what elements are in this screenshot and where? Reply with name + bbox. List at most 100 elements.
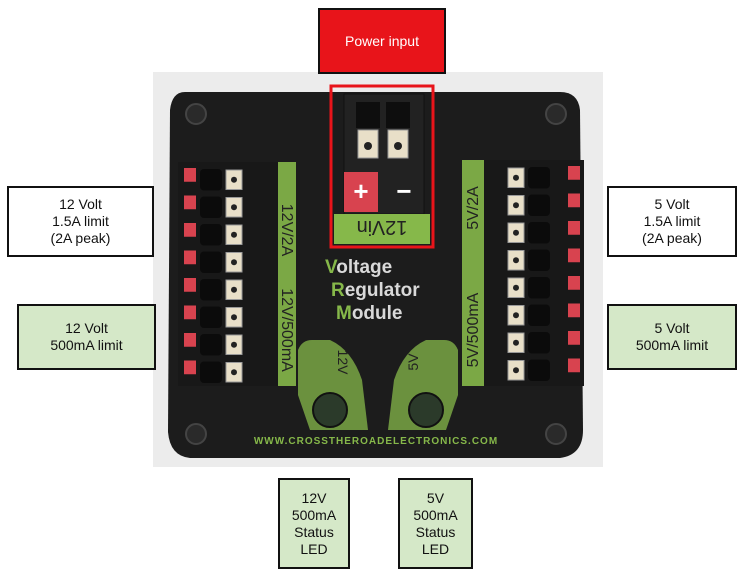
callout-5v-high: 5 Volt 1.5A limit (2A peak) — [607, 186, 737, 257]
terminal-screw — [231, 204, 237, 211]
input-label: 12Vin — [357, 216, 408, 238]
terminal-stripe — [184, 168, 196, 182]
right-terminals — [507, 166, 580, 381]
terminal-slot — [200, 361, 222, 383]
terminal-screw — [231, 369, 237, 376]
terminal-screw — [513, 202, 519, 209]
left-terminals — [184, 168, 243, 383]
left-label-bottom: 12V/500mA — [278, 288, 295, 372]
led-label-right: 5V — [405, 353, 421, 371]
plus-sign: + — [353, 176, 368, 206]
callout-line: 500mA — [413, 506, 458, 523]
terminal-stripe — [184, 223, 196, 237]
callout-line: Status — [415, 523, 456, 540]
input-terminal-slot — [386, 102, 410, 128]
terminal-slot — [528, 304, 550, 326]
terminal-screw — [513, 257, 519, 264]
callout-12v-high: 12 Volt 1.5A limit (2A peak) — [7, 186, 154, 257]
terminal-stripe — [568, 331, 580, 345]
callout-line: 5V — [426, 489, 445, 506]
mounting-hole — [185, 423, 207, 445]
minus-sign: − — [396, 176, 411, 206]
terminal-screw — [231, 231, 237, 238]
terminal-screw — [231, 341, 237, 348]
callout-line: 500mA limit — [635, 337, 709, 353]
terminal-screw — [513, 339, 519, 346]
terminal-stripe — [568, 193, 580, 208]
input-terminal-slot — [356, 102, 380, 128]
right-label-bottom: 5V/500mA — [465, 292, 482, 367]
terminal-stripe — [184, 360, 196, 375]
callout-line: LED — [300, 540, 328, 557]
callout-line: 500mA — [291, 506, 337, 523]
title-rest-1: oltage — [336, 257, 392, 278]
terminal-screw — [513, 174, 519, 181]
terminal-stripe — [568, 166, 580, 180]
terminal-slot — [200, 196, 222, 218]
plus-pad — [344, 172, 378, 212]
power-input-label: Power input — [345, 32, 419, 49]
terminal-slot — [528, 249, 550, 271]
callout-line: 1.5A limit — [643, 213, 701, 229]
callout-line: (2A peak) — [642, 230, 702, 246]
callout-led-5v: 5V 500mA Status LED — [398, 478, 473, 569]
callout-5v-low: 5 Volt 500mA limit — [607, 304, 737, 370]
terminal-stripe — [184, 305, 196, 320]
power-input-callout: Power input — [318, 8, 446, 74]
terminal-screw — [231, 286, 237, 293]
terminal-slot — [528, 194, 550, 216]
callout-line: 5 Volt — [654, 320, 690, 336]
mounting-hole — [545, 423, 567, 445]
terminal-stripe — [568, 276, 580, 290]
terminal-screw — [231, 314, 237, 321]
terminal-slot — [200, 251, 222, 273]
terminal-screw — [513, 367, 519, 374]
terminal-stripe — [568, 248, 580, 263]
terminal-screw — [513, 229, 519, 236]
module-title-line-2: Regulator — [331, 280, 420, 301]
callout-line: 12V — [301, 489, 327, 506]
callout-line: LED — [421, 540, 450, 557]
right-label-top: 5V/2A — [465, 186, 482, 230]
terminal-slot — [528, 332, 550, 354]
right-label-band — [462, 160, 484, 386]
module-title-line-1: Voltage — [325, 257, 392, 278]
terminal-stripe — [568, 358, 580, 373]
terminal-slot — [200, 306, 222, 328]
led-12v — [312, 392, 348, 428]
terminal-screw — [231, 259, 237, 266]
terminal-slot — [528, 222, 550, 244]
callout-line: 1.5A limit — [52, 213, 109, 229]
terminal-stripe — [184, 195, 196, 210]
mounting-hole — [545, 103, 567, 125]
terminal-stripe — [184, 333, 196, 347]
callout-line: 5 Volt — [654, 196, 690, 212]
led-5v — [408, 392, 444, 428]
terminal-slot — [528, 167, 550, 189]
terminal-screw — [231, 176, 237, 183]
callout-led-12v: 12V 500mA Status LED — [278, 478, 350, 569]
callout-line: 12 Volt — [65, 320, 108, 336]
input-label-band — [334, 214, 430, 244]
callout-line: (2A peak) — [50, 230, 111, 246]
terminal-slot — [200, 169, 222, 191]
led-label-left: 12V — [335, 350, 351, 376]
callout-line: Status — [294, 523, 334, 540]
callout-12v-low: 12 Volt 500mA limit — [17, 304, 156, 370]
terminal-stripe — [184, 250, 196, 265]
terminal-slot — [200, 224, 222, 246]
power-input-highlight — [329, 84, 435, 249]
terminal-slot — [200, 334, 222, 356]
module-url: WWW.CROSSTHEROADELECTRONICS.COM — [254, 436, 498, 447]
terminal-screw — [513, 284, 519, 291]
terminal-screw — [513, 312, 519, 319]
left-label-top: 12V/2A — [278, 204, 295, 257]
callout-line: 500mA limit — [50, 337, 123, 353]
terminal-stripe — [568, 221, 580, 235]
module-title-line-3: Module — [336, 303, 403, 324]
terminal-stripe — [568, 303, 580, 318]
callout-line: 12 Volt — [59, 196, 102, 212]
terminal-slot — [528, 359, 550, 381]
terminal-slot — [528, 277, 550, 299]
